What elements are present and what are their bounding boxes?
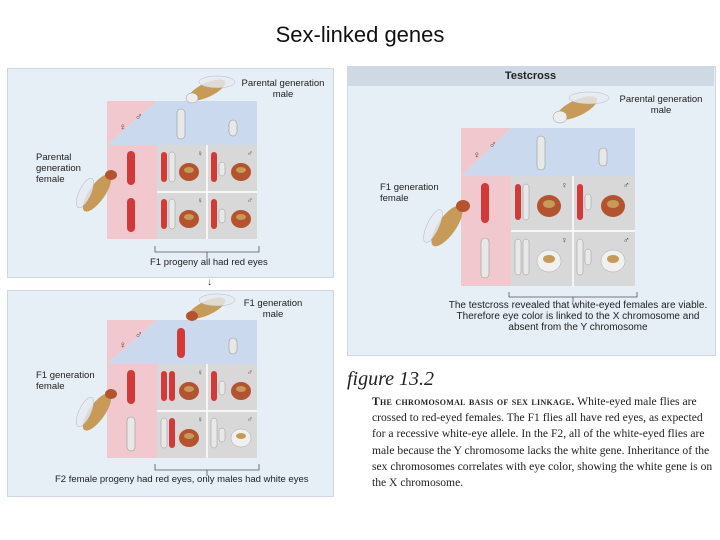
svg-text:♀: ♀ [197, 368, 203, 377]
top-left-bottom-label: F1 progeny all had red eyes [150, 257, 268, 268]
top-left-female-label: Parental generation female [36, 152, 81, 185]
svg-text:♀: ♀ [119, 340, 127, 351]
testcross-male-label: Parental generation male [619, 94, 703, 116]
female-fly-red-eyes [76, 170, 117, 212]
caption-heading: The chromosomal basis of sex linkage. [372, 395, 575, 408]
down-arrow-icon: ↓ [207, 277, 212, 288]
testcross-header: Testcross [347, 66, 714, 86]
bottom-left-male-label: F1 generation male [243, 298, 303, 320]
svg-text:♂: ♂ [135, 112, 143, 123]
bottom-left-female-label: F1 generation female [36, 370, 95, 392]
figure-caption: The chromosomal basis of sex linkage. Wh… [372, 394, 714, 491]
svg-text:♂: ♂ [247, 149, 253, 158]
svg-text:♂: ♂ [247, 368, 253, 377]
parental-cross-diagram: ♀ ♂ ♀ ♂ ♀ ♂ [76, 75, 260, 258]
testcross-conclusion: The testcross revealed that white-eyed f… [448, 300, 708, 333]
slide-title: Sex-linked genes [275, 22, 445, 47]
male-fly-white-eyes [185, 75, 236, 104]
f1-male-fly-red-eyes [186, 293, 236, 321]
caption-text: White-eyed male flies are crossed to red… [372, 395, 713, 490]
svg-text:♀: ♀ [561, 235, 568, 245]
svg-text:♂: ♂ [623, 235, 630, 245]
f1-cross-diagram: ♀ ♂ ♀ ♂ ♀ ♂ [76, 293, 260, 476]
svg-text:♂: ♂ [247, 415, 253, 424]
testcross-male-fly-white-eyes [552, 91, 610, 124]
svg-text:♂: ♂ [247, 196, 253, 205]
svg-text:♀: ♀ [561, 180, 568, 190]
panel-testcross [347, 66, 716, 356]
svg-text:♂: ♂ [623, 180, 630, 190]
svg-text:♀: ♀ [197, 415, 203, 424]
svg-text:♂: ♂ [135, 330, 143, 341]
svg-text:♀: ♀ [197, 149, 203, 158]
svg-text:♀: ♀ [473, 150, 481, 161]
figure-label: figure 13.2 [347, 368, 435, 390]
svg-text:♀: ♀ [119, 122, 127, 133]
bottom-left-bottom-label: F2 female progeny had red eyes, only mal… [55, 474, 309, 485]
svg-text:♀: ♀ [197, 196, 203, 205]
testcross-female-fly-red-eyes [423, 200, 470, 247]
svg-text:♂: ♂ [489, 140, 497, 151]
f1-female-fly-red-eyes [76, 389, 117, 431]
testcross-diagram: ♀ ♂ ♀ ♂ ♀ ♂ [423, 91, 638, 302]
testcross-female-label: F1 generation female [380, 182, 439, 204]
top-left-male-label: Parental generation male [241, 78, 325, 100]
